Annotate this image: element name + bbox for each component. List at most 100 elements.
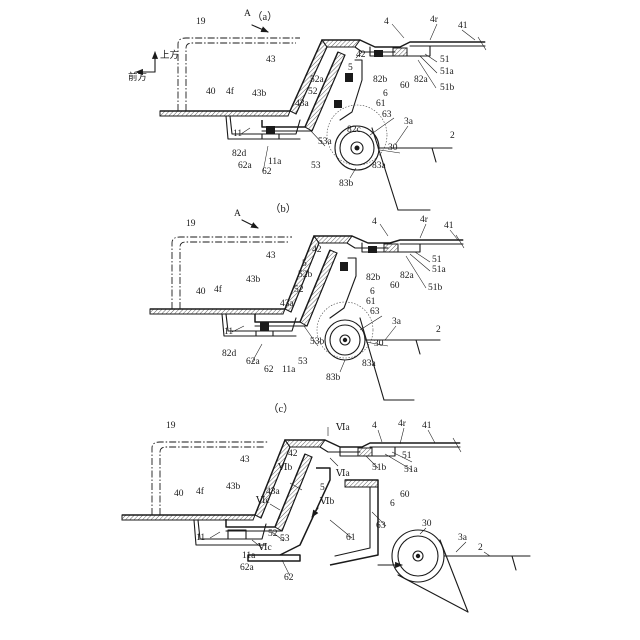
- ref-label-p19: 19: [166, 421, 176, 431]
- ref-label-vic-top: Ⅵc: [255, 496, 270, 506]
- ref-label-p4: 4: [384, 17, 389, 27]
- ref-label-p52: 52: [308, 87, 318, 97]
- ref-label-p60: 60: [400, 81, 410, 91]
- ref-label-p51: 51: [432, 255, 442, 265]
- ref-label-p5: 5: [320, 483, 325, 493]
- ref-label-p62: 62: [284, 573, 294, 583]
- ref-label-p11a: 11a: [242, 551, 256, 561]
- frame-3a: [440, 540, 468, 612]
- ref-label-p30: 30: [422, 519, 432, 529]
- ref-label-p62a: 62a: [238, 161, 253, 171]
- bracket-63: [330, 480, 378, 565]
- nut-62: [248, 555, 300, 561]
- ref-label-p61: 61: [366, 297, 376, 307]
- ref-label-p4: 4: [372, 217, 377, 227]
- bolt-82b: [345, 73, 353, 82]
- ref-label-p19: 19: [186, 219, 196, 229]
- spring-outline-19: [172, 237, 292, 309]
- ref-label-p5: 5: [348, 63, 353, 73]
- bolt-82c: [334, 100, 342, 108]
- bolt-82a: [374, 50, 383, 57]
- ref-label-p41: 41: [444, 221, 454, 231]
- ref-label-p40: 40: [206, 87, 216, 97]
- ref-label-p40: 40: [196, 287, 206, 297]
- ref-label-p60: 60: [400, 490, 410, 500]
- ref-label-p30: 30: [374, 339, 384, 349]
- ref-label-p41: 41: [458, 21, 468, 31]
- ref-label-p6: 6: [383, 89, 388, 99]
- ref-label-p6: 6: [370, 287, 375, 297]
- ref-label-p42: 42: [288, 449, 298, 459]
- ref-label-p4f: 4f: [226, 86, 235, 97]
- ref-label-p2: 2: [450, 131, 455, 141]
- ref-label-p82b: 82b: [366, 273, 381, 283]
- ref-label-a: A: [244, 9, 251, 19]
- panel-a: （a）: [128, 9, 486, 210]
- ref-label-p43b: 43b: [226, 482, 241, 492]
- ref-label-p83b: 83b: [326, 373, 341, 383]
- ref-label-a: A: [234, 209, 241, 219]
- ref-label-p43a: 43a: [295, 99, 310, 109]
- ref-label-p53b: 53b: [310, 337, 325, 347]
- ref-label-p53a: 53a: [318, 137, 333, 147]
- ref-label-p52a: 52a: [310, 75, 325, 85]
- ref-label-p3a: 3a: [392, 317, 402, 327]
- ref-label-p42: 42: [356, 50, 366, 60]
- ref-label-p2: 2: [478, 543, 483, 553]
- ref-label-p43: 43: [266, 55, 276, 65]
- up-label: 上方: [160, 49, 179, 61]
- ref-label-p43b: 43b: [246, 275, 261, 285]
- ref-label-p43b: 43b: [252, 89, 267, 99]
- ref-label-p62a: 62a: [246, 357, 261, 367]
- ref-label-p51a: 51a: [432, 265, 447, 275]
- ref-label-p52: 52: [294, 285, 304, 295]
- panel-b: （b） A 19: [150, 203, 464, 400]
- ref-label-p11a: 11a: [268, 157, 282, 167]
- ref-label-p3a: 3a: [404, 117, 414, 127]
- ref-label-p51b: 51b: [428, 283, 443, 293]
- ref-label-p43: 43: [266, 251, 276, 261]
- panel-c-title: （c）: [268, 403, 294, 415]
- ref-label-p6: 6: [390, 499, 395, 509]
- panel-b-title: （b）: [270, 203, 296, 215]
- ref-label-vib-top: Ⅵb: [277, 463, 293, 473]
- ref-label-p42: 42: [312, 245, 322, 255]
- ref-label-p83a: 83a: [372, 161, 387, 171]
- spring-outline-19: [152, 442, 268, 515]
- bolt-82d: [260, 322, 269, 331]
- ref-label-p43: 43: [240, 455, 250, 465]
- spring-outline-19: [178, 38, 300, 111]
- ref-label-via-top: Ⅵa: [335, 423, 351, 433]
- ref-label-p53: 53: [311, 161, 321, 171]
- front-label: 前方: [128, 71, 147, 83]
- ref-label-p5: 5: [302, 259, 307, 269]
- ref-label-p11a: 11a: [282, 365, 296, 375]
- ref-label-p82a: 82a: [414, 75, 429, 85]
- ref-label-p4f: 4f: [196, 486, 205, 497]
- ref-label-vib-bot: Ⅵb: [319, 497, 335, 507]
- wheel-envelope: [317, 302, 373, 358]
- ref-label-p52b: 52b: [298, 270, 313, 280]
- ref-label-p11: 11: [196, 533, 205, 543]
- bolt-82a: [368, 246, 377, 253]
- panel-a-title: （a）: [252, 11, 278, 23]
- ref-label-p19: 19: [196, 17, 206, 27]
- panel-a-labels: A 19 4 4r 41 42 51 51a 51b 5 52a 82b 82a…: [196, 9, 468, 189]
- ref-label-p43a: 43a: [280, 299, 295, 309]
- ref-label-p82b: 82b: [373, 75, 388, 85]
- ref-label-p82a: 82a: [400, 271, 415, 281]
- frame-2: [444, 556, 530, 570]
- ref-label-p4: 4: [372, 421, 377, 431]
- ref-label-p4f: 4f: [214, 284, 223, 295]
- bolt-82b: [340, 262, 348, 271]
- bolt-82d: [266, 126, 275, 134]
- ref-label-p63: 63: [382, 110, 392, 120]
- ref-label-p41: 41: [422, 421, 432, 431]
- ref-label-p51: 51: [440, 55, 450, 65]
- ref-label-p61: 61: [376, 99, 386, 109]
- ref-label-p83a: 83a: [362, 359, 377, 369]
- ref-label-p63: 63: [376, 521, 386, 531]
- ref-label-p52: 52: [268, 529, 278, 539]
- ref-label-p82d: 82d: [222, 349, 237, 359]
